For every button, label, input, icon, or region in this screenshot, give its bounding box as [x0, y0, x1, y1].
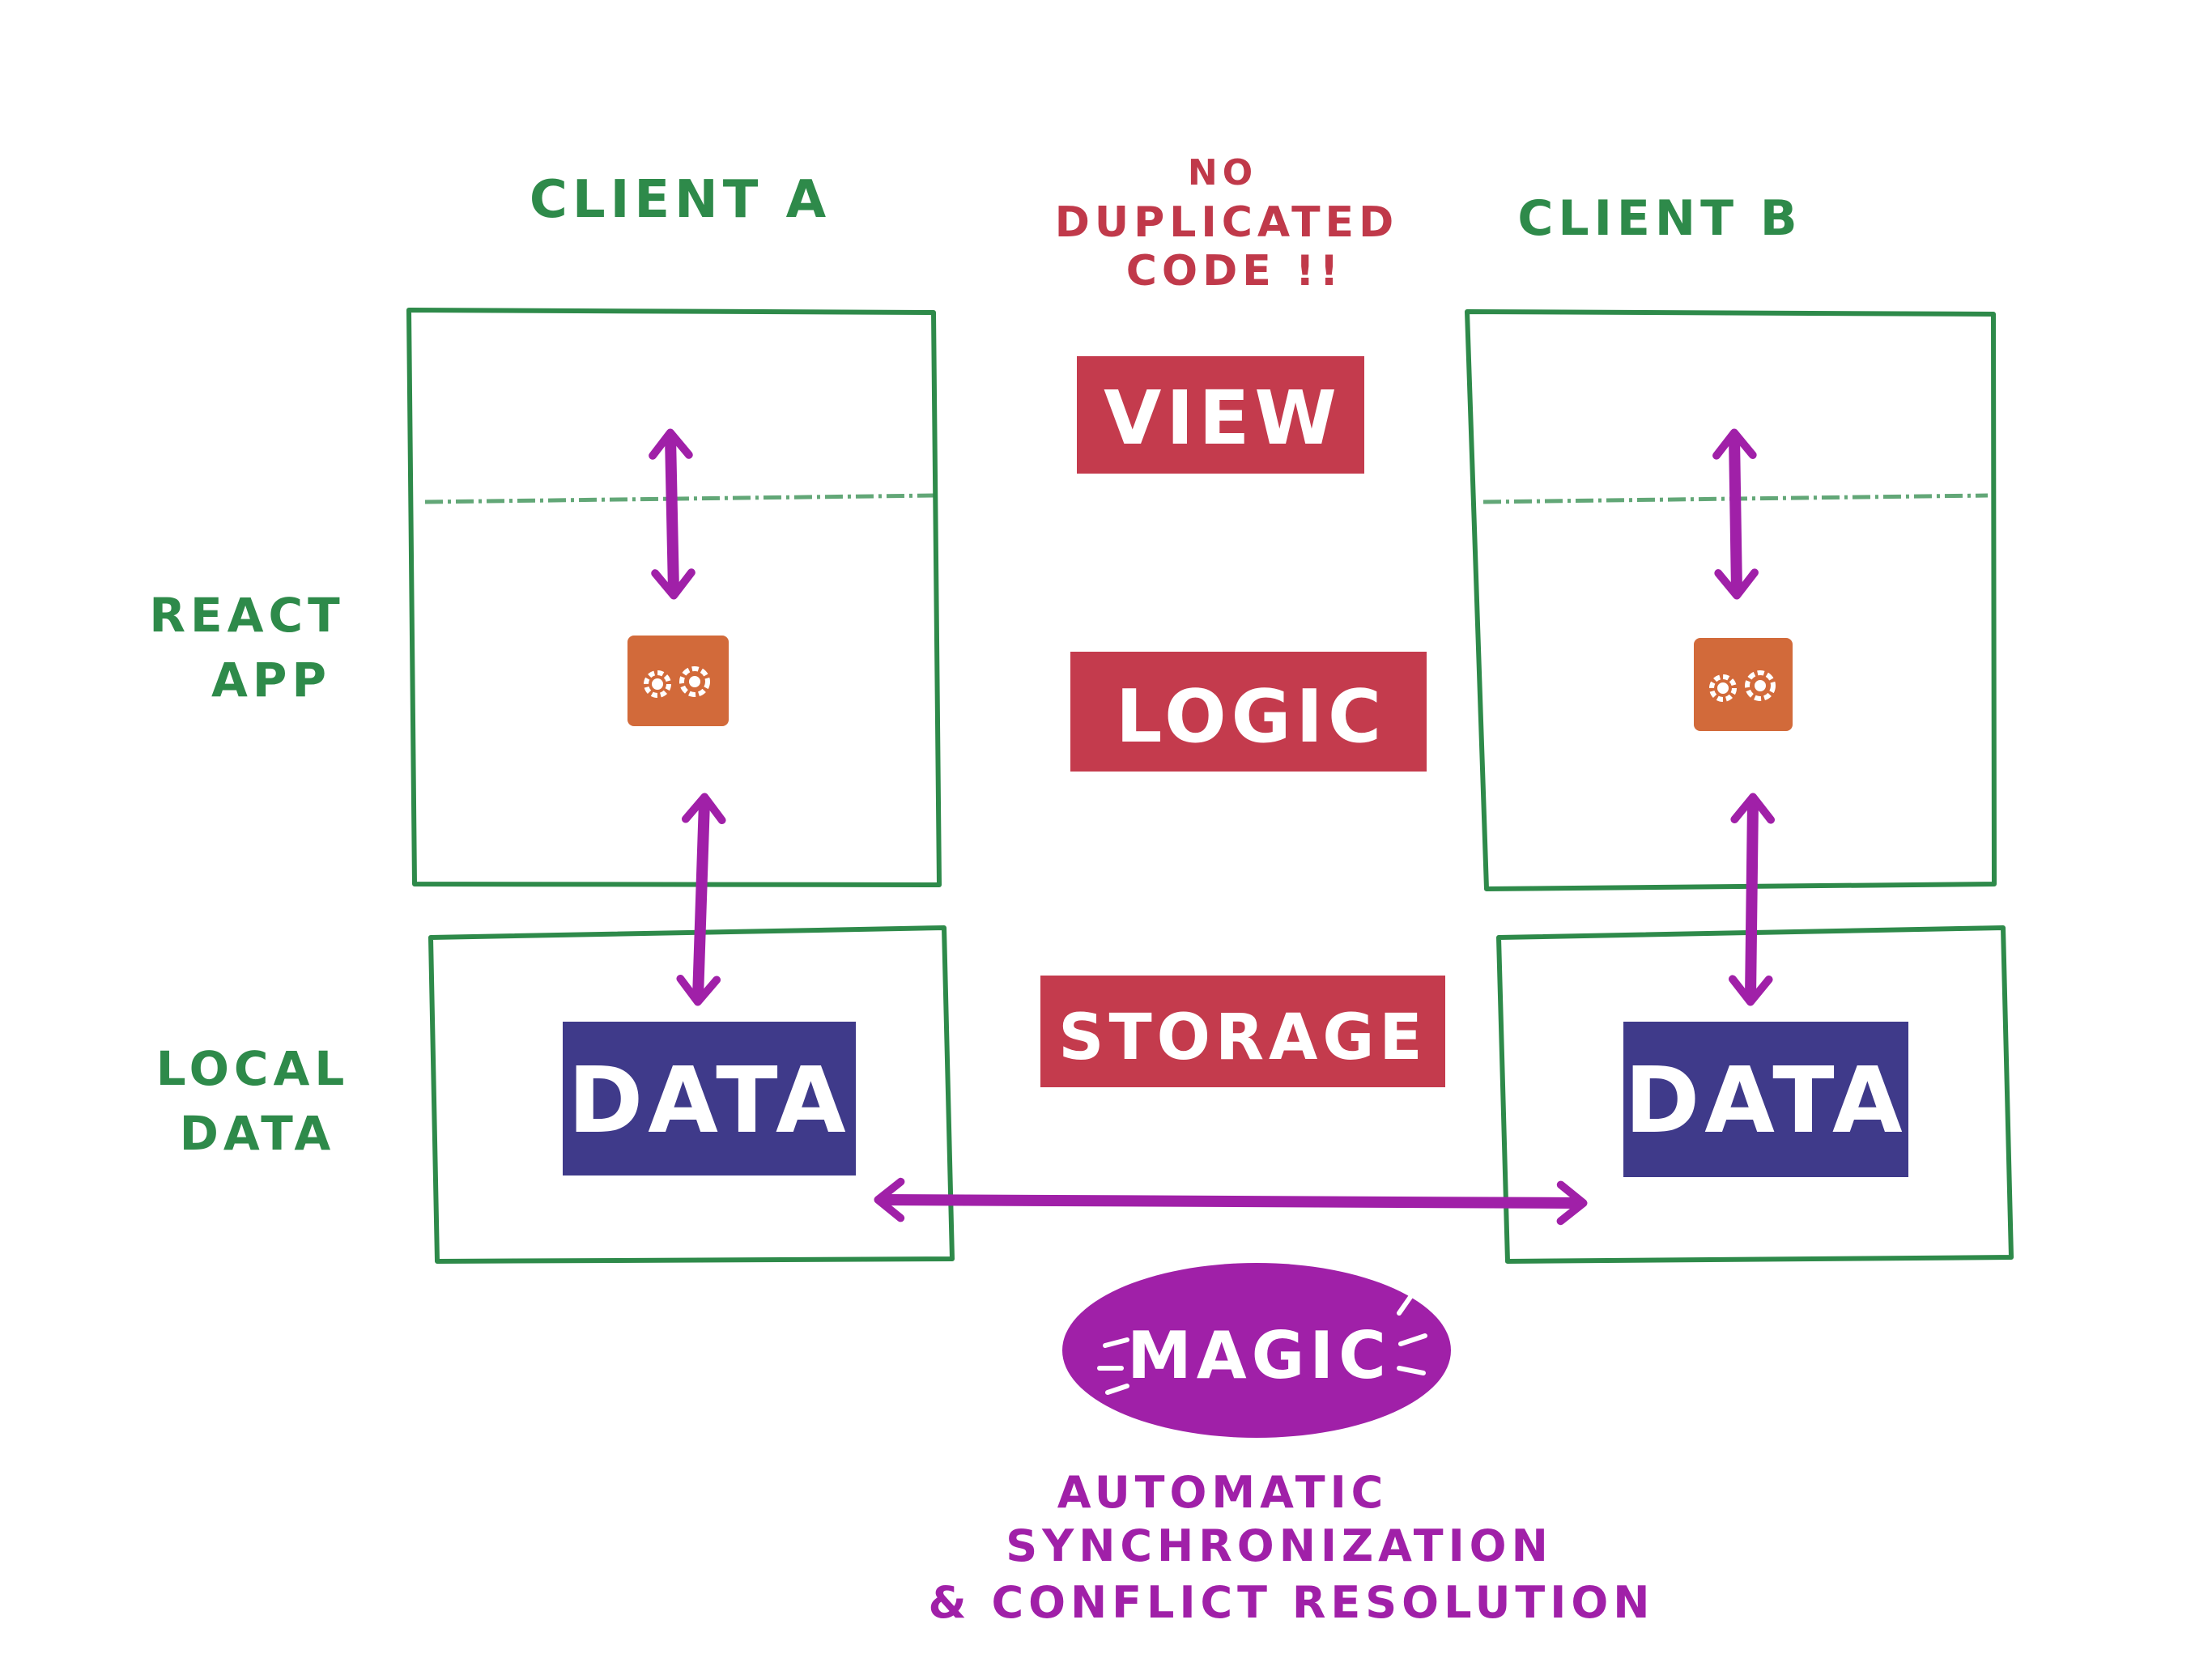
client-a-logic-data-arrow	[676, 793, 726, 1006]
sync-caption: AUTOMATIC SYNCHRONIZATION & CONFLICT RES…	[929, 1467, 1655, 1628]
caption-line-1: AUTOMATIC	[1057, 1467, 1389, 1518]
client-a-view-logic-arrow	[649, 428, 696, 600]
client-b-react-app-box	[1465, 309, 1997, 891]
client-a-data-text: DATA	[568, 1048, 850, 1154]
client-b-logic-data-arrow	[1728, 793, 1776, 1006]
sparkle-icon	[1097, 1295, 1427, 1395]
logic-label-text: LOGIC	[1116, 674, 1386, 759]
react-app-line-1: REACT	[149, 588, 344, 643]
client-b-logic-module	[1694, 638, 1793, 731]
caption-line-3: & CONFLICT RESOLUTION	[929, 1577, 1655, 1628]
view-layer-label: VIEW	[1077, 356, 1364, 474]
react-app-row-label: REACT APP	[149, 588, 344, 708]
sync-arrow	[874, 1177, 1588, 1226]
gears-icon	[1709, 670, 1776, 702]
client-a-local-data-box	[428, 925, 955, 1264]
client-b-heading: CLIENT B	[1517, 190, 1802, 247]
no-duplicated-code-note: NO DUPLICATED CODE !!	[1055, 152, 1399, 295]
client-a-logic-module	[627, 636, 729, 726]
view-label-text: VIEW	[1104, 375, 1342, 461]
client-a-react-app-box	[406, 308, 942, 887]
client-b-data-text: DATA	[1624, 1048, 1907, 1154]
caption-line-2: SYNCHRONIZATION	[1006, 1520, 1553, 1571]
local-data-row-label: LOCAL DATA	[156, 1041, 350, 1161]
client-b-local-data-box	[1496, 925, 2014, 1264]
logic-layer-label: LOGIC	[1070, 652, 1427, 772]
local-data-line-1: LOCAL	[156, 1041, 350, 1096]
react-app-line-2: APP	[211, 653, 331, 708]
note-line-2: DUPLICATED	[1055, 198, 1399, 247]
note-line-1: NO	[1188, 152, 1257, 193]
client-b-view-logic-arrow	[1712, 428, 1759, 600]
client-a-heading: CLIENT A	[530, 170, 831, 230]
client-b-data-store: DATA	[1623, 1022, 1908, 1177]
storage-label-text: STORAGE	[1058, 1001, 1427, 1074]
magic-text: MAGIC	[1127, 1318, 1391, 1393]
client-a-data-store: DATA	[563, 1022, 856, 1175]
magic-badge: MAGIC	[1062, 1263, 1451, 1438]
note-line-3: CODE !!	[1126, 247, 1344, 295]
storage-layer-label: STORAGE	[1040, 976, 1445, 1087]
client-a-view-logic-divider	[424, 493, 934, 504]
gears-icon	[644, 666, 710, 698]
local-data-line-2: DATA	[180, 1106, 335, 1161]
